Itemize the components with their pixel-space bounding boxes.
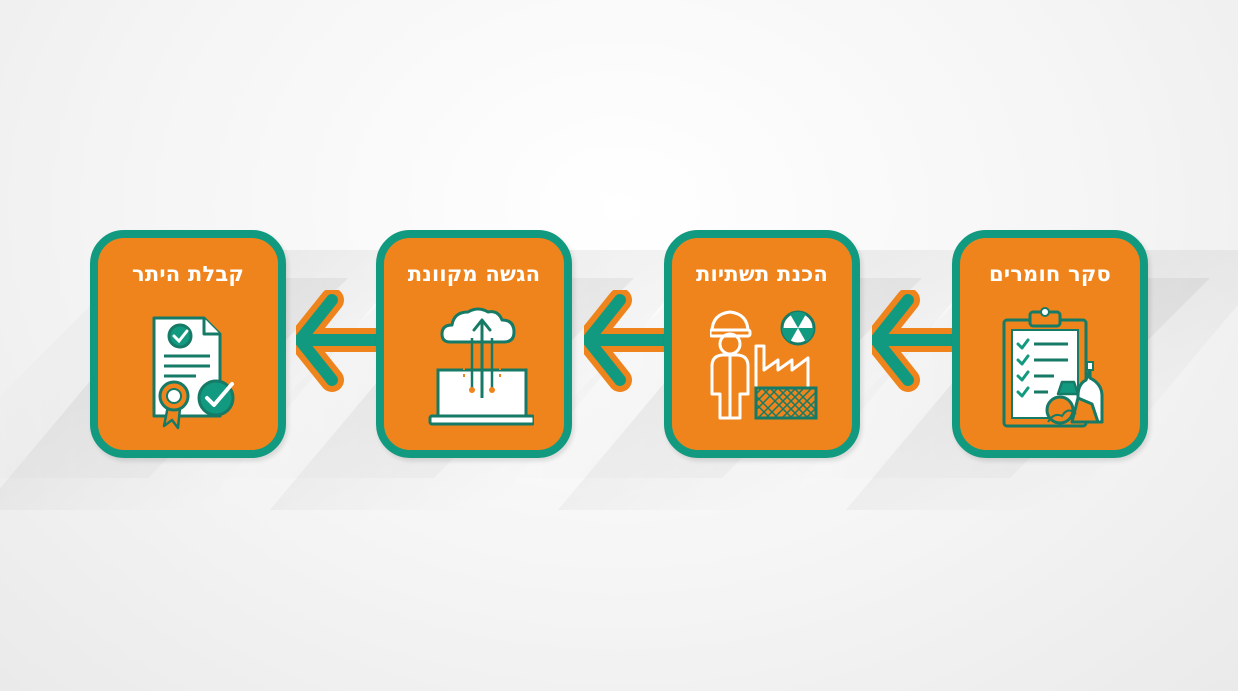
cloud-laptop-upload-icon — [428, 307, 534, 426]
step-card-infrastructure: הכנת תשתיות — [664, 230, 860, 458]
step-title: סקר חומרים — [989, 262, 1111, 286]
worker-factory-icon — [710, 310, 818, 420]
step-title: הכנת תשתיות — [695, 262, 829, 286]
clipboard-materials-icon — [1002, 307, 1104, 428]
step-title: קבלת היתר — [131, 262, 245, 286]
step-card-survey: סקר חומרים — [952, 230, 1148, 458]
certificate-icon — [152, 316, 235, 430]
step-card-submission: הגשה מקוונת — [376, 230, 572, 458]
step-card-permit: קבלת היתר — [90, 230, 286, 458]
step-title: הגשה מקוונת — [407, 262, 541, 286]
